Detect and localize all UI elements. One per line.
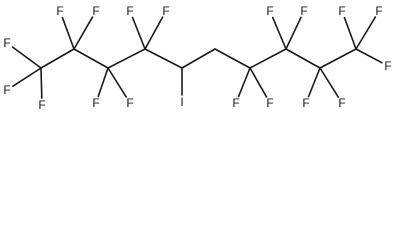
fluorine-label: F: [92, 4, 99, 18]
backbone-bond: [285, 48, 321, 69]
backbone-bond: [144, 48, 183, 69]
fluorine-bond: [40, 67, 43, 99]
fluorine-label: F: [92, 96, 99, 110]
fluorine-label: F: [375, 4, 382, 18]
fluorine-label: F: [266, 4, 273, 18]
backbone-bond: [40, 48, 75, 69]
backbone-bond: [73, 48, 109, 69]
fluorine-label: F: [126, 96, 133, 110]
fluorine-bond: [271, 16, 287, 50]
fluorine-bond: [61, 16, 75, 50]
backbone-bond: [249, 48, 287, 69]
fluorine-label: F: [56, 4, 63, 18]
bond-layer: [11, 16, 383, 99]
fluorine-label: F: [3, 36, 10, 50]
fluorine-label: F: [338, 96, 345, 110]
fluorine-label: F: [232, 96, 239, 110]
fluorine-bond: [11, 46, 42, 69]
backbone-bond: [319, 48, 357, 69]
fluorine-bond: [107, 67, 128, 98]
iodine-label: I: [180, 95, 183, 109]
fluorine-bond: [131, 16, 146, 50]
fluorine-bond: [285, 16, 302, 50]
fluorine-bond: [355, 48, 383, 64]
fluorine-label: F: [384, 59, 391, 73]
structure-diagram: F F F F F F F F F I F F F F F F F F F: [3, 4, 391, 112]
fluorine-bond: [343, 16, 357, 50]
fluorine-bond: [73, 16, 94, 50]
fluorine-bond: [12, 67, 42, 87]
fluorine-bond: [144, 16, 164, 50]
backbone-bond: [214, 48, 251, 69]
fluorine-bond: [319, 67, 340, 98]
fluorine-bond: [307, 67, 321, 98]
backbone-bond: [181, 48, 216, 69]
fluorine-bond: [355, 16, 377, 50]
fluorine-label: F: [266, 96, 273, 110]
fluorine-label: F: [300, 4, 307, 18]
backbone-bond: [107, 48, 146, 69]
fluorine-label: F: [162, 4, 169, 18]
atom-label-layer: F F F F F F F F F I F F F F F F F F F: [3, 4, 391, 112]
fluorine-bond: [97, 67, 109, 98]
fluorine-label: F: [338, 4, 345, 18]
fluorine-label: F: [302, 96, 309, 110]
fluorine-label: F: [38, 98, 45, 112]
fluorine-label: F: [126, 4, 133, 18]
fluorine-bond: [249, 67, 268, 98]
fluorine-bond: [237, 67, 251, 98]
fluorine-label: F: [3, 83, 10, 97]
